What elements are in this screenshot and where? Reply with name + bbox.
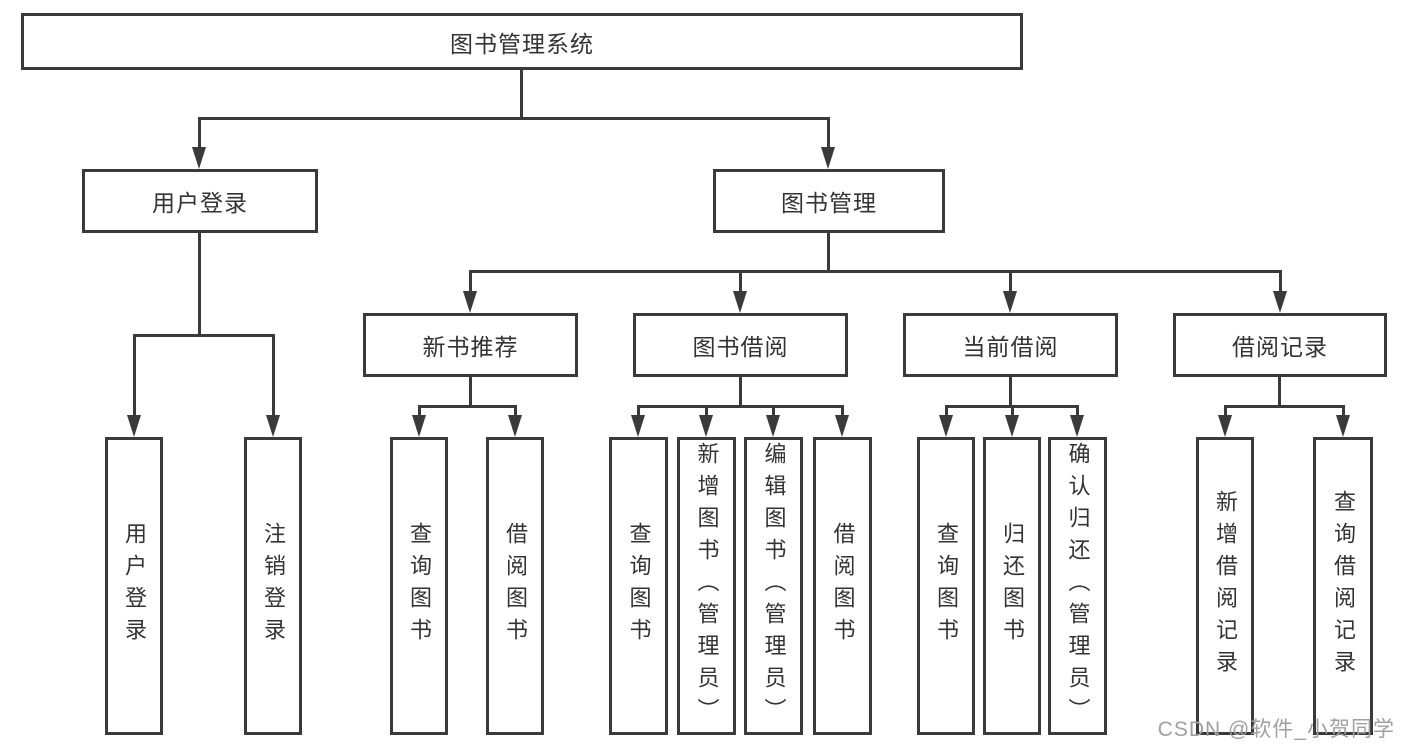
leaf-query-borrow-record: 查询借阅记录	[1313, 437, 1373, 735]
arrow-down-icon	[192, 147, 206, 169]
arrow-down-icon	[412, 415, 426, 437]
arrow-down-icon	[127, 415, 141, 437]
connector-line	[1224, 405, 1227, 417]
connector-line	[945, 405, 948, 417]
arrow-down-icon	[699, 415, 713, 437]
connector-line	[198, 117, 201, 149]
leaf-query-books-current: 查询图书	[917, 437, 975, 735]
connector-line	[705, 405, 708, 417]
arrow-down-icon	[1003, 291, 1017, 313]
arrow-down-icon	[766, 415, 780, 437]
connector-line	[1278, 377, 1281, 407]
arrow-down-icon	[631, 415, 645, 437]
connector-line	[637, 405, 844, 408]
connector-line	[1009, 270, 1012, 291]
arrow-down-icon	[821, 147, 835, 169]
node-library-system: 图书管理系统	[21, 13, 1023, 70]
arrow-down-icon	[508, 415, 522, 437]
leaf-confirm-return-admin: 确认归还（管理员）	[1048, 437, 1107, 735]
arrow-down-icon	[1070, 415, 1084, 437]
connector-line	[520, 69, 523, 119]
arrow-down-icon	[733, 291, 747, 313]
leaf-edit-books-admin: 编辑图书（管理员）	[744, 437, 803, 735]
arrow-down-icon	[463, 291, 477, 313]
connector-line	[637, 405, 640, 417]
leaf-add-books-admin: 新增图书（管理员）	[677, 437, 736, 735]
arrow-down-icon	[266, 415, 280, 437]
connector-line	[469, 377, 472, 407]
leaf-return-books: 归还图书	[983, 437, 1041, 735]
node-book-management: 图书管理	[713, 169, 945, 233]
connector-line	[418, 405, 517, 408]
connector-line	[739, 270, 742, 291]
connector-line	[1224, 405, 1344, 408]
leaf-add-borrow-record: 新增借阅记录	[1196, 437, 1254, 735]
connector-line	[772, 405, 775, 417]
arrow-down-icon	[1336, 415, 1350, 437]
leaf-query-books-recommend: 查询图书	[390, 437, 448, 735]
leaf-user-login: 用户登录	[105, 437, 163, 735]
node-user-login: 用户登录	[82, 169, 318, 233]
connector-line	[827, 233, 830, 273]
connector-line	[514, 405, 517, 417]
connector-line	[1009, 377, 1012, 407]
connector-line	[198, 233, 201, 336]
connector-line	[739, 377, 742, 407]
watermark: CSDN @软件_小贺同学	[1157, 718, 1395, 741]
connector-line	[198, 117, 830, 120]
node-new-book-recommend: 新书推荐	[363, 313, 578, 377]
arrow-down-icon	[1273, 291, 1287, 313]
connector-line	[1342, 405, 1345, 417]
arrow-down-icon	[835, 415, 849, 437]
leaf-query-books-borrowing: 查询图书	[609, 437, 668, 735]
connector-line	[133, 334, 136, 415]
arrow-down-icon	[1005, 415, 1019, 437]
connector-line	[1076, 405, 1079, 417]
arrow-down-icon	[1218, 415, 1232, 437]
connector-line	[272, 334, 275, 415]
connector-line	[827, 117, 830, 149]
leaf-borrow-books: 借阅图书	[813, 437, 872, 735]
connector-line	[1279, 270, 1282, 291]
arrow-down-icon	[939, 415, 953, 437]
connector-line	[469, 270, 1282, 273]
connector-line	[841, 405, 844, 417]
node-current-borrowing: 当前借阅	[903, 313, 1118, 377]
leaf-logout: 注销登录	[244, 437, 302, 735]
connector-line	[133, 334, 275, 337]
leaf-borrow-books-recommend: 借阅图书	[486, 437, 544, 735]
node-borrowing-records: 借阅记录	[1173, 313, 1387, 377]
connector-line	[418, 405, 421, 417]
node-book-borrowing: 图书借阅	[633, 313, 848, 377]
connector-line	[1011, 405, 1014, 417]
connector-line	[469, 270, 472, 291]
